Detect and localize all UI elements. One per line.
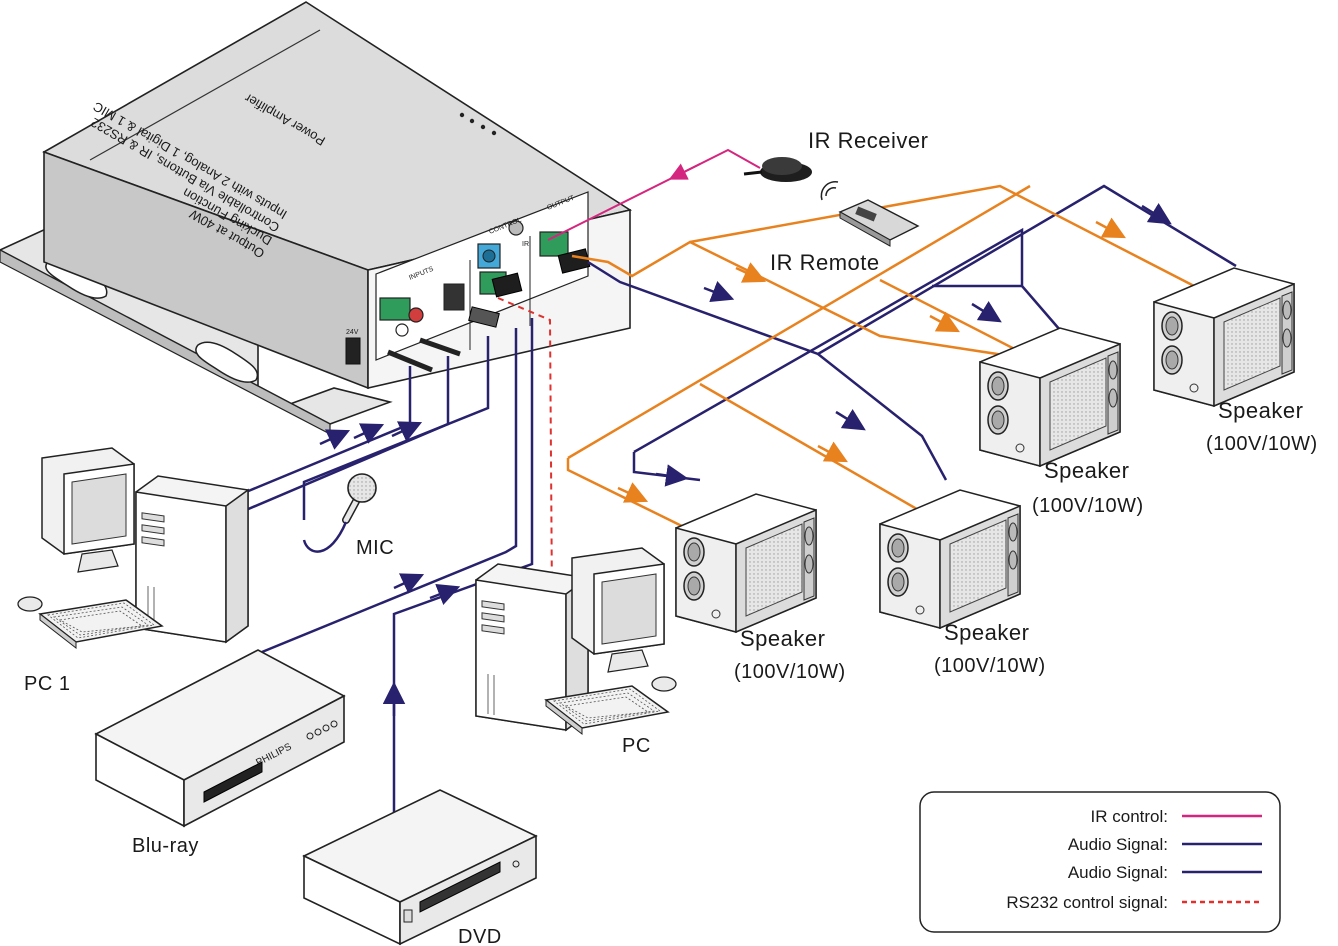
ir-receiver [743, 157, 812, 182]
microphone [302, 473, 377, 553]
rs232-cable [497, 297, 553, 601]
ir-control-cable [547, 148, 761, 241]
speaker-2-name: Speaker [944, 620, 1029, 645]
dvd-player [302, 789, 538, 946]
speaker-4-spec: (100V/10W) [1206, 433, 1318, 455]
speaker-2 [879, 489, 1021, 629]
legend-label-audio-1: Audio Signal: [1068, 835, 1168, 854]
panel-label-power: 24V [346, 329, 359, 336]
legend-label-audio-2: Audio Signal: [1068, 863, 1168, 882]
speaker-navy-lines [587, 184, 1237, 482]
speaker-1-name: Speaker [740, 626, 825, 651]
speaker-3-name: Speaker [1044, 458, 1129, 483]
speaker-orange-lines [566, 184, 1199, 532]
pc-label: PC [622, 735, 651, 757]
ir-receiver-label: IR Receiver [808, 128, 928, 153]
speaker-2-spec: (100V/10W) [934, 655, 1046, 677]
speaker-1 [675, 493, 817, 633]
source-audio-cables [245, 318, 534, 820]
bluray-player: PHILIPS [94, 649, 346, 828]
speaker-3-spec: (100V/10W) [1032, 495, 1144, 517]
legend-label-rs232: RS232 control signal: [1006, 893, 1168, 912]
ir-remote [820, 180, 920, 247]
legend-label-ir: IR control: [1091, 807, 1168, 826]
speaker-1-spec: (100V/10W) [734, 661, 846, 683]
pc1 [17, 447, 249, 649]
panel-label-ir: IR [522, 241, 529, 248]
pc1-label: PC 1 [24, 673, 70, 695]
speaker-3 [979, 327, 1121, 467]
power-amplifier: Inputs with 2 Analog, 1 Digital & 1 MIC … [0, 1, 633, 435]
legend: IR control: Audio Signal: Audio Signal: … [919, 791, 1281, 933]
bluray-label: Blu-ray [132, 835, 199, 857]
pc-rs232 [475, 547, 677, 735]
ir-remote-label: IR Remote [770, 250, 880, 275]
speaker-4-name: Speaker [1218, 398, 1303, 423]
mic-label: MIC [356, 537, 394, 559]
speaker-4 [1153, 267, 1295, 407]
dvd-label: DVD [458, 926, 502, 946]
